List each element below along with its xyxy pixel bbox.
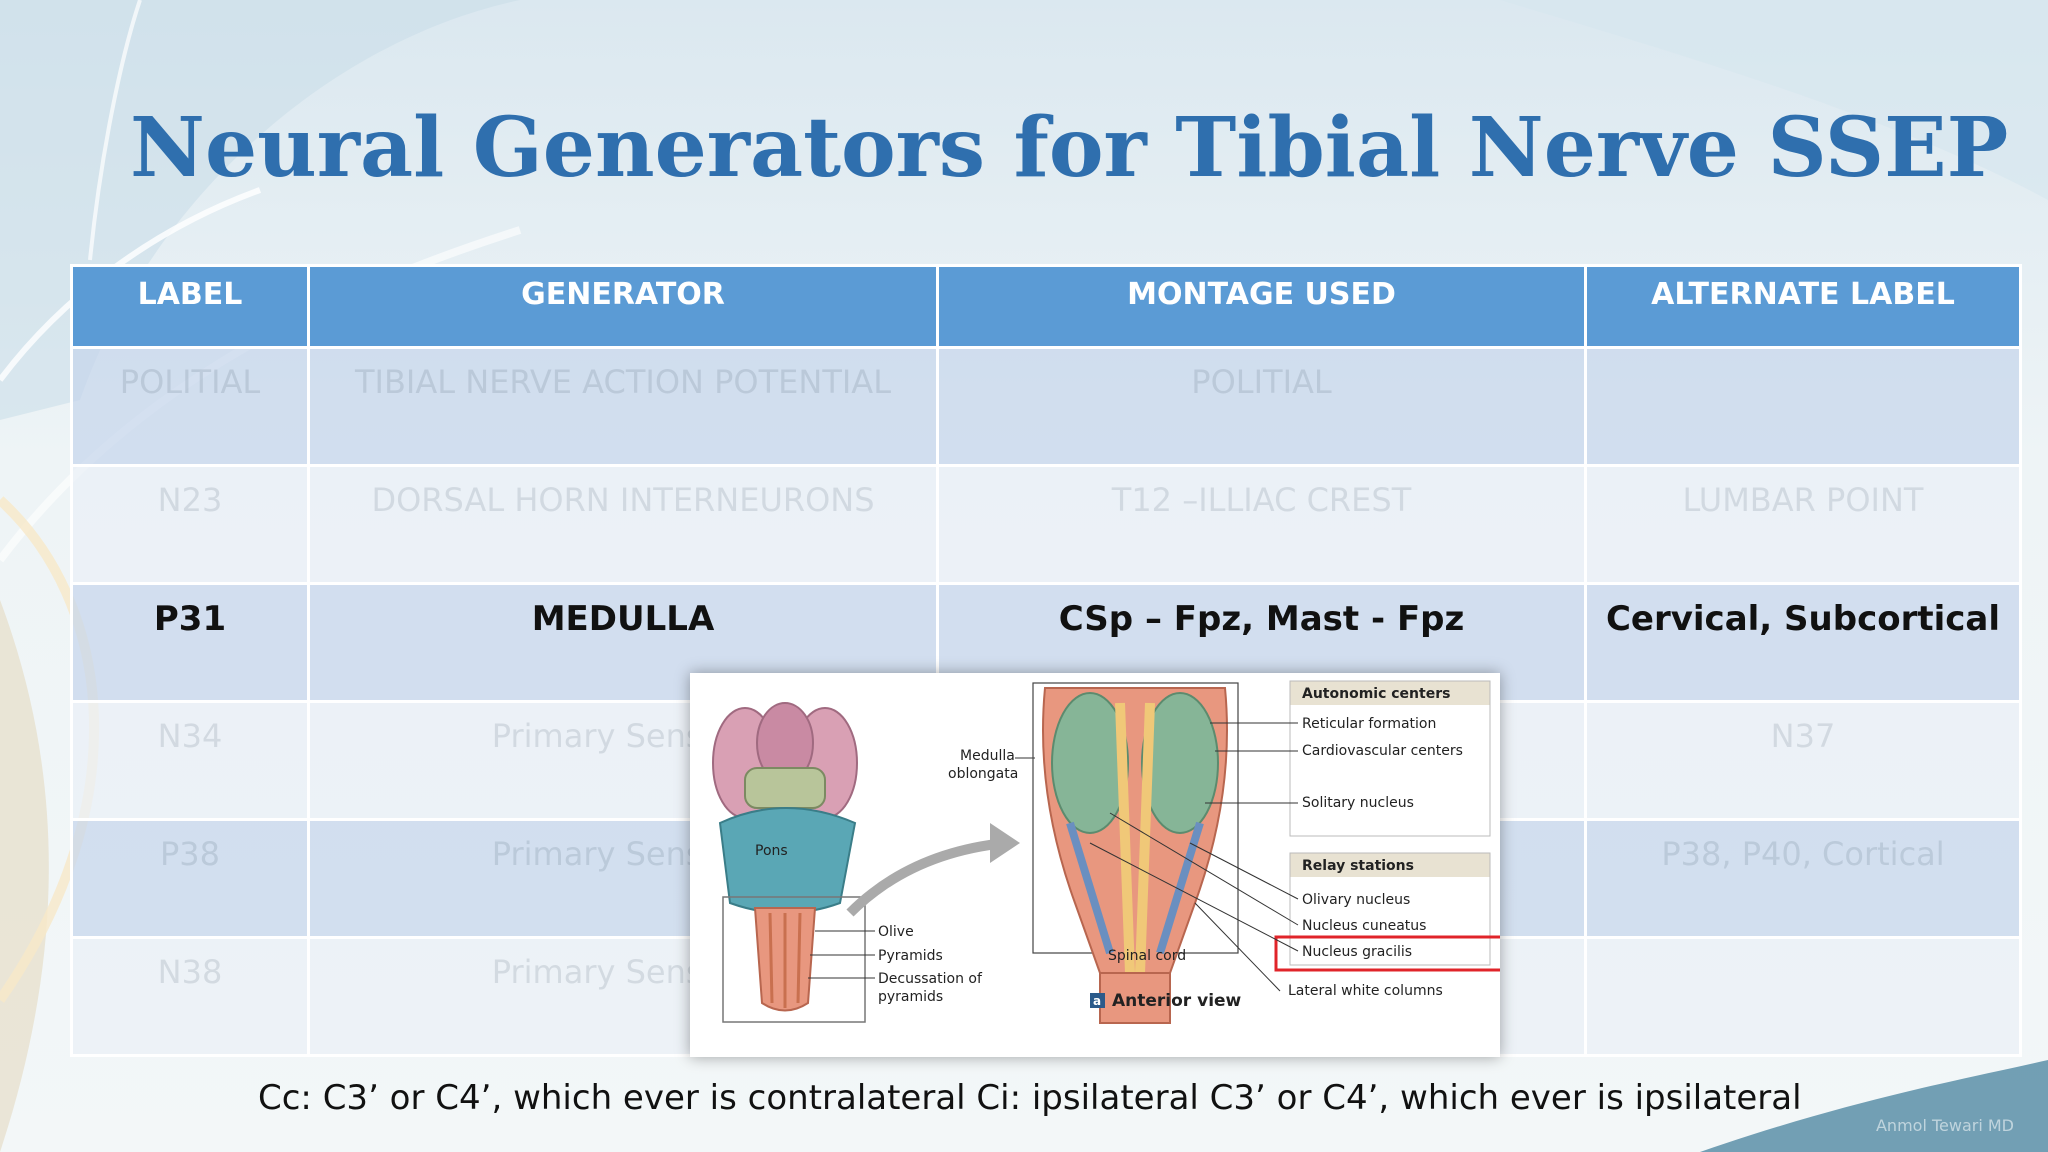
- cell-generator: DORSAL HORN INTERNEURONS: [307, 464, 939, 585]
- header-label: LABEL: [70, 264, 310, 349]
- label-solitary-nucleus: Solitary nucleus: [1302, 795, 1414, 811]
- cell-label: P31: [70, 582, 310, 703]
- cell-alternate-label: Cervical, Subcortical: [1584, 582, 2022, 703]
- label-spinal-cord: Spinal cord: [1108, 948, 1186, 964]
- label-lateral-white-columns: Lateral white columns: [1288, 983, 1443, 999]
- brainstem-overview-drawing: Pons Olive Pyramids Decussation of pyram…: [712, 702, 983, 1023]
- cell-alternate-label: P38, P40, Cortical: [1584, 818, 2022, 939]
- label-anterior-view: Anterior view: [1112, 991, 1242, 1011]
- cell-label: P38: [70, 818, 310, 939]
- label-medulla: Medulla: [960, 748, 1015, 764]
- cell-label: POLITIAL: [70, 346, 310, 467]
- table-row: N23 DORSAL HORN INTERNEURONS T12 –ILLIAC…: [70, 464, 2022, 585]
- author-watermark: Anmol Tewari MD: [1875, 1116, 2014, 1135]
- medulla-anterior-drawing: Spinal cord a Anterior view: [1032, 682, 1242, 1024]
- panel-letter: a: [1093, 994, 1101, 1008]
- label-reticular-formation: Reticular formation: [1302, 716, 1436, 732]
- brainstem-illustration: Pons Olive Pyramids Decussation of pyram…: [712, 680, 1500, 1024]
- table-row-highlighted: P31 MEDULLA CSp – Fpz, Mast - Fpz Cervic…: [70, 582, 2022, 703]
- label-pyramids: Pyramids: [878, 948, 943, 964]
- header-generator: GENERATOR: [307, 264, 939, 349]
- label-pons: Pons: [755, 843, 788, 859]
- label-oblongata: oblongata: [948, 766, 1018, 782]
- cell-alternate-label: [1584, 346, 2022, 467]
- cell-montage: T12 –ILLIAC CREST: [936, 464, 1587, 585]
- header-montage: MONTAGE USED: [936, 264, 1587, 349]
- label-decussation-2: pyramids: [878, 989, 943, 1005]
- table-row: POLITIAL TIBIAL NERVE ACTION POTENTIAL P…: [70, 346, 2022, 467]
- label-nucleus-cuneatus: Nucleus cuneatus: [1302, 918, 1426, 934]
- table-header-row: LABEL GENERATOR MONTAGE USED ALTERNATE L…: [70, 264, 2022, 349]
- footnote-text: Cc: C3’ or C4’, which ever is contralate…: [258, 1078, 1802, 1118]
- cell-alternate-label: N37: [1584, 700, 2022, 821]
- cell-alternate-label: [1584, 936, 2022, 1057]
- zoom-arrow-icon: [846, 838, 1006, 917]
- label-olive: Olive: [878, 924, 914, 940]
- label-olivary-nucleus: Olivary nucleus: [1302, 892, 1410, 908]
- cell-label: N23: [70, 464, 310, 585]
- label-relay-stations: Relay stations: [1302, 858, 1414, 874]
- cell-generator: TIBIAL NERVE ACTION POTENTIAL: [307, 346, 939, 467]
- header-alternate-label: ALTERNATE LABEL: [1584, 264, 2022, 349]
- cell-label: N34: [70, 700, 310, 821]
- cell-montage: POLITIAL: [936, 346, 1587, 467]
- highlight-box-nucleus-gracilis: [1274, 935, 1500, 972]
- slide-title: Neural Generators for Tibial Nerve SSEP: [130, 100, 2009, 196]
- label-cardiovascular-centers: Cardiovascular centers: [1302, 743, 1463, 759]
- label-autonomic-centers: Autonomic centers: [1302, 686, 1450, 702]
- label-nucleus-gracilis: Nucleus gracilis: [1302, 944, 1412, 960]
- label-decussation: Decussation of: [878, 971, 983, 987]
- cell-alternate-label: LUMBAR POINT: [1584, 464, 2022, 585]
- cell-label: N38: [70, 936, 310, 1057]
- brainstem-anatomy-figure: Pons Olive Pyramids Decussation of pyram…: [690, 673, 1500, 1057]
